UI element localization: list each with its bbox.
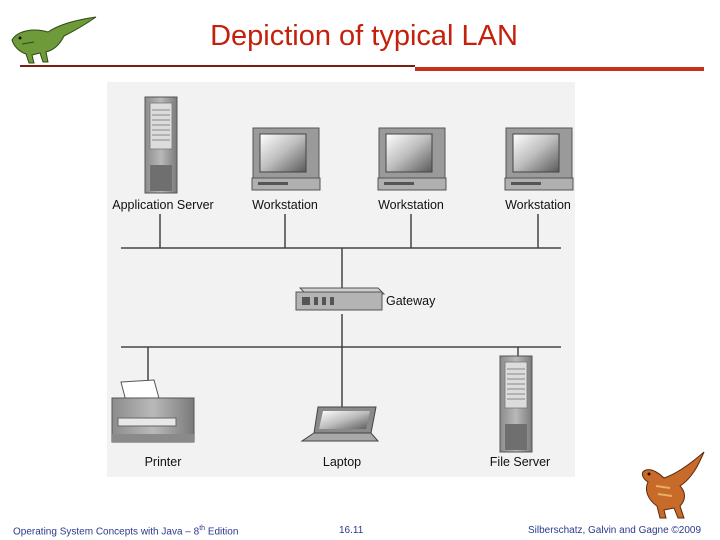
workstation-1-label: Workstation xyxy=(252,198,318,212)
title-divider-left xyxy=(20,65,415,67)
footer-copyright: Silberschatz, Galvin and Gagne ©2009 xyxy=(528,525,702,536)
dinosaur-mascot-icon xyxy=(641,451,705,519)
workstation-3-icon xyxy=(504,127,574,191)
file-server-icon xyxy=(499,355,533,453)
file-server-label: File Server xyxy=(490,455,550,469)
gateway-label: Gateway xyxy=(386,294,436,308)
workstation-3-label: Workstation xyxy=(505,198,571,212)
footer-book-title: Operating System Concepts with Java – 8t… xyxy=(13,525,239,538)
title-divider-right xyxy=(415,67,704,71)
slide-title: Depiction of typical LAN xyxy=(210,20,518,52)
network-cables xyxy=(121,214,561,408)
workstation-2-label: Workstation xyxy=(378,198,444,212)
laptop-label: Laptop xyxy=(323,455,361,469)
application-server-label: Application Server xyxy=(112,198,213,212)
workstation-2-icon xyxy=(377,127,447,191)
workstation-1-icon xyxy=(251,127,321,191)
laptop-icon xyxy=(300,406,380,442)
printer-label: Printer xyxy=(145,455,182,469)
footer-page-number: 16.11 xyxy=(339,525,364,536)
gateway-icon xyxy=(295,287,386,311)
dinosaur-logo-icon xyxy=(11,16,97,64)
printer-icon xyxy=(111,379,195,443)
application-server-icon xyxy=(144,96,178,194)
